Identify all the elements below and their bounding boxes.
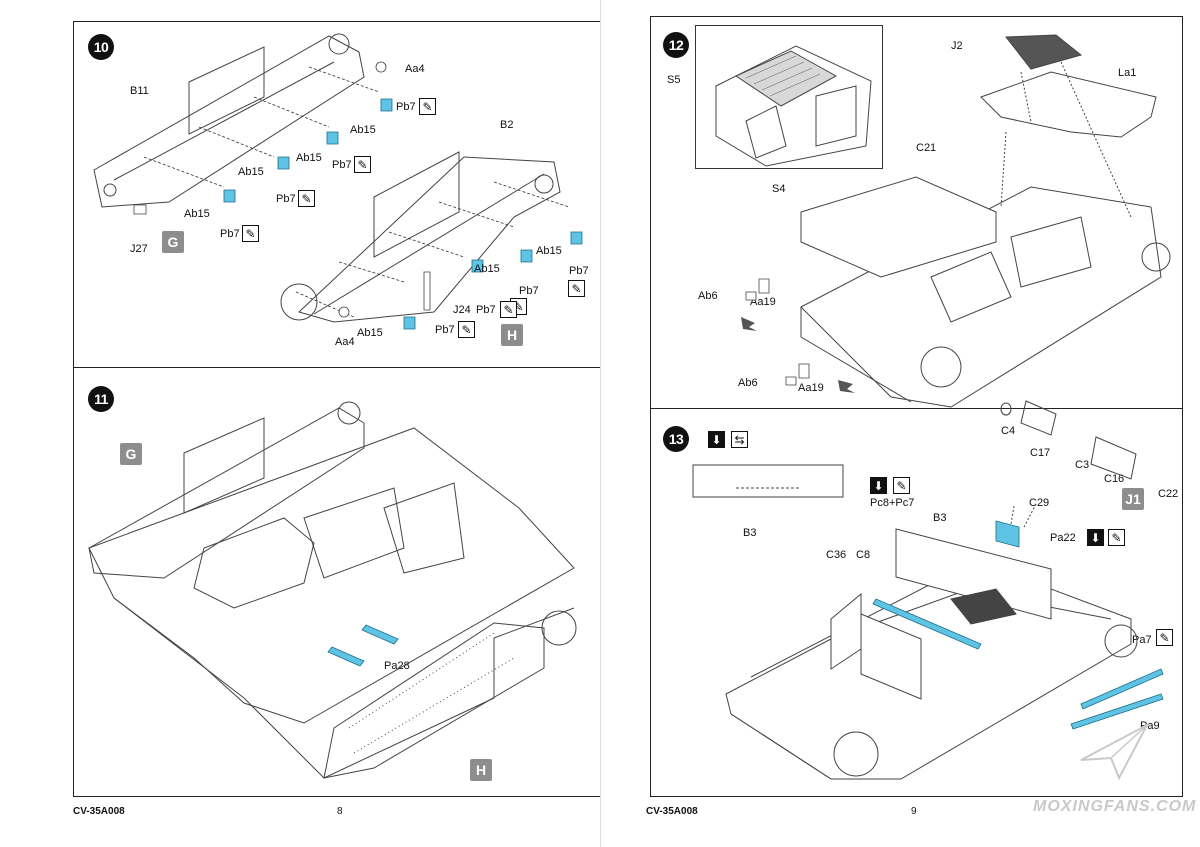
- part-label: B2: [500, 119, 514, 131]
- side-frame-drawing: [74, 22, 606, 368]
- glue-icon: ⬇: [1087, 529, 1104, 546]
- part-label: B11: [130, 85, 149, 97]
- step-10-panel: 10: [73, 21, 607, 369]
- step-11-panel: 11 G H Pa28: [73, 367, 607, 797]
- part-label: Ab15: [474, 263, 500, 275]
- part-label: C4: [1001, 425, 1016, 437]
- paint-icon: ✎: [242, 225, 259, 242]
- part-label: Pa22: [1050, 532, 1076, 544]
- engine-deck-inset: [695, 25, 883, 169]
- part-label: Ab15: [238, 166, 264, 178]
- part-label: J27: [130, 243, 148, 255]
- part-label: Pa28: [384, 660, 410, 672]
- page-number: 9: [911, 806, 917, 817]
- part-label: La1: [1118, 67, 1137, 79]
- part-label: J24: [453, 304, 471, 316]
- paint-icon: ✎: [419, 98, 436, 115]
- page-number: 8: [337, 806, 343, 817]
- paint-icon: ✎: [500, 301, 517, 318]
- part-label: B3: [743, 527, 757, 539]
- instruction-page-8: 10: [73, 21, 607, 817]
- part-label: C21: [916, 142, 937, 154]
- step-number-badge: 10: [88, 34, 114, 60]
- glue-icon: ⬇: [708, 431, 725, 448]
- hull-deck-drawing: [741, 17, 1182, 409]
- catalog-code: CV-35A008: [646, 806, 698, 817]
- part-label: Pb7: [396, 101, 416, 113]
- step-12-panel: 12 S5 S4 J2 La1 C21 Ab6 Aa19 Ab6: [650, 16, 1183, 410]
- part-label: C3: [1075, 459, 1090, 471]
- part-label: Ab6: [738, 377, 758, 389]
- paint-icon: ✎: [893, 477, 910, 494]
- part-label: Ab15: [296, 152, 322, 164]
- paint-icon: ✎: [354, 156, 371, 173]
- glue-icon: ⬇: [870, 477, 887, 494]
- part-label: Pb7: [276, 193, 296, 205]
- part-label: Pa7: [1132, 634, 1152, 646]
- part-label: Pb7: [519, 285, 539, 297]
- part-label: Aa19: [750, 296, 776, 308]
- subassembly-badge-j1: J1: [1122, 488, 1144, 510]
- paint-icon: ✎: [1156, 629, 1173, 646]
- step-number-badge: 13: [663, 426, 689, 452]
- part-label: Pc8+Pc7: [870, 497, 915, 509]
- hull-side-panels-drawing: [651, 409, 1182, 796]
- paint-icon: ✎: [458, 321, 475, 338]
- symmetric-icon: ⇆: [731, 431, 748, 448]
- subassembly-badge-h: H: [501, 324, 523, 346]
- part-label: Pb7: [435, 324, 455, 336]
- part-label: Pb7: [332, 159, 352, 171]
- hull-assembly-drawing: [74, 368, 606, 796]
- part-label: Ab6: [698, 290, 718, 302]
- part-label: C16: [1104, 473, 1125, 485]
- part-label: C29: [1029, 497, 1050, 509]
- part-label: C22: [1158, 488, 1179, 500]
- part-label: Ab15: [350, 124, 376, 136]
- part-label: C8: [856, 549, 871, 561]
- inset-drawing: [696, 26, 882, 168]
- part-label: Pb7: [476, 304, 496, 316]
- paint-icon: ✎: [298, 190, 315, 207]
- part-label: S4: [772, 183, 786, 195]
- part-label: S5: [667, 74, 681, 86]
- subassembly-badge-h: H: [470, 759, 492, 781]
- part-label: B3: [933, 512, 947, 524]
- part-label: Aa4: [405, 63, 425, 75]
- part-label: Pb7: [220, 228, 240, 240]
- paint-icon: ✎: [1108, 529, 1125, 546]
- watermark-text: MOXINGFANS.COM: [1033, 798, 1197, 815]
- paper-plane-logo-icon: [1079, 720, 1149, 780]
- paint-icon: ✎: [568, 280, 585, 297]
- part-label: Pb7: [569, 265, 589, 277]
- step-number-badge: 12: [663, 32, 689, 58]
- part-label: J2: [951, 40, 963, 52]
- part-label: C36: [826, 549, 847, 561]
- part-label: Ab15: [357, 327, 383, 339]
- subassembly-badge-g: G: [120, 443, 142, 465]
- part-label: Pa9: [1140, 720, 1160, 732]
- step-13-panel: 13 ⬇ ⇆ C4 C17 C3 C16 C22 J1 B3 ⬇ ✎ Pc8+P…: [650, 408, 1183, 797]
- catalog-code: CV-35A008: [73, 806, 125, 817]
- subassembly-badge-g: G: [162, 231, 184, 253]
- part-label: Ab15: [536, 245, 562, 257]
- part-label: Aa4: [335, 336, 355, 348]
- part-label: Ab15: [184, 208, 210, 220]
- step-number-badge: 11: [88, 386, 114, 412]
- instruction-page-9: 12 S5 S4 J2 La1 C21 Ab6 Aa19 Ab6: [600, 0, 1200, 847]
- part-label: Aa19: [798, 382, 824, 394]
- part-label: C17: [1030, 447, 1051, 459]
